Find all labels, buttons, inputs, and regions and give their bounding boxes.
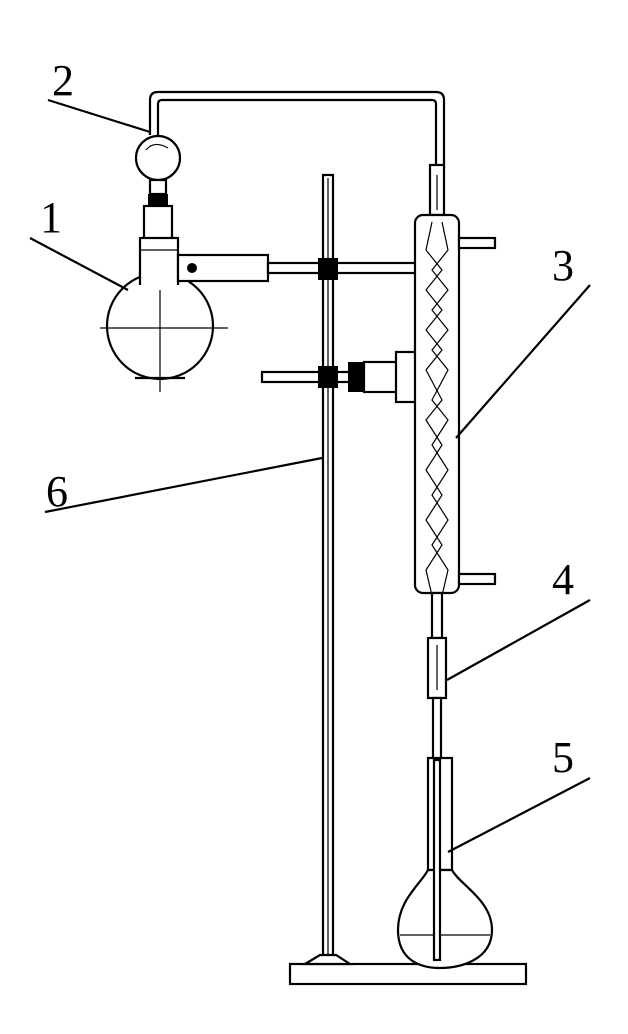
label-condenser: 3 xyxy=(552,241,574,290)
round-bottom-flask xyxy=(100,236,228,392)
label-stand: 6 xyxy=(46,467,68,516)
bulb-condenser xyxy=(413,163,497,601)
volumetric-flask xyxy=(396,756,494,970)
label-adapter: 4 xyxy=(552,555,574,604)
adapter xyxy=(426,591,448,772)
leader-lines xyxy=(29,98,591,853)
connecting-tube xyxy=(148,90,446,168)
label-receiving-flask: 5 xyxy=(552,733,574,782)
upper-clamp xyxy=(176,253,418,283)
retort-stand xyxy=(288,173,528,986)
splash-bulb xyxy=(134,134,182,242)
label-flask: 1 xyxy=(40,193,62,242)
label-splash-bulb: 2 xyxy=(52,56,74,105)
